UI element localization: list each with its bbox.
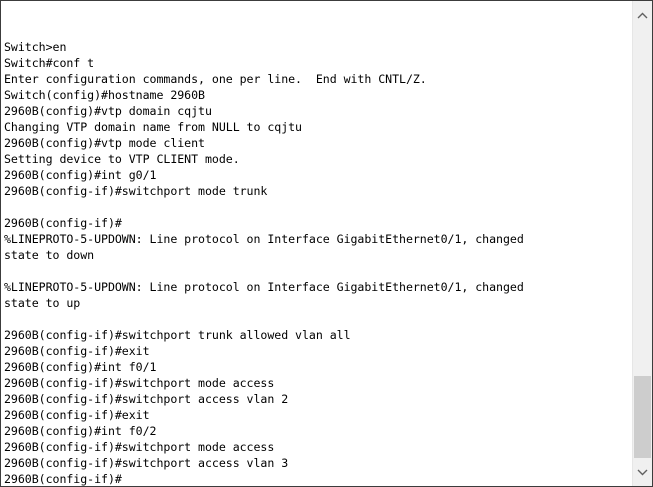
chevron-up-icon <box>637 12 648 18</box>
terminal-line: Switch>en <box>4 40 67 54</box>
scroll-down-button[interactable] <box>633 462 652 482</box>
terminal-line: %LINEPROTO-5-UPDOWN: Line protocol on In… <box>4 280 524 294</box>
terminal-line: %LINEPROTO-5-UPDOWN: Line protocol on In… <box>4 232 524 246</box>
terminal-line: Changing VTP domain name from NULL to cq… <box>4 120 302 134</box>
terminal-line <box>4 311 524 327</box>
terminal-line: state to down <box>4 248 95 262</box>
terminal-line: state to up <box>4 296 81 310</box>
terminal-line: 2960B(config-if)#switchport mode access <box>4 376 275 390</box>
terminal-line: Switch#conf t <box>4 56 95 70</box>
terminal-line: 2960B(config-if)#exit <box>4 408 150 422</box>
scroll-thumb[interactable] <box>634 376 651 458</box>
terminal-line: Switch(config)#hostname 2960B <box>4 88 205 102</box>
scroll-up-button[interactable] <box>633 5 652 25</box>
terminal-line: 2960B(config)#int f0/2 <box>4 424 157 438</box>
chevron-down-icon <box>637 469 648 475</box>
terminal-line: 2960B(config)#int g0/1 <box>4 168 157 182</box>
terminal-line: Setting device to VTP CLIENT mode. <box>4 152 240 166</box>
terminal-line: 2960B(config-if)#switchport mode access <box>4 440 275 454</box>
terminal-line: Enter configuration commands, one per li… <box>4 72 427 86</box>
terminal-line <box>4 199 524 215</box>
terminal-line: 2960B(config-if)#switchport trunk allowe… <box>4 328 351 342</box>
terminal-line <box>4 263 524 279</box>
terminal-line: 2960B(config)#vtp mode client <box>4 136 205 150</box>
terminal-line: 2960B(config)#vtp domain cqjtu <box>4 104 212 118</box>
terminal-line: 2960B(config-if)# <box>4 216 122 230</box>
terminal-line: 2960B(config-if)# <box>4 472 122 486</box>
terminal-line: 2960B(config-if)#switchport access vlan … <box>4 456 289 470</box>
terminal-line: 2960B(config-if)#switchport mode trunk <box>4 184 268 198</box>
terminal-line: 2960B(config-if)#switchport access vlan … <box>4 392 289 406</box>
terminal-line: 2960B(config)#int f0/1 <box>4 360 157 374</box>
terminal-line: 2960B(config-if)#exit <box>4 344 150 358</box>
vertical-scrollbar[interactable] <box>632 1 652 486</box>
